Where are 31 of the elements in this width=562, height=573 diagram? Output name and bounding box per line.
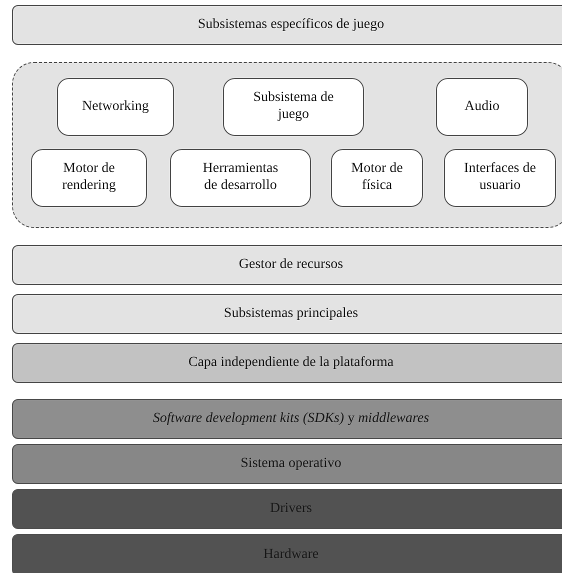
layer-label: Audio (464, 98, 500, 116)
layer-label: Networking (82, 98, 149, 116)
layer-label: Subsistemas específicos de juego (198, 17, 384, 33)
layer-band (12, 444, 562, 484)
layer-label: Drivers (270, 501, 312, 517)
layer-band (12, 245, 562, 285)
layer-label: Interfaces de usuario (463, 161, 537, 195)
layer-label: Motor de física (350, 161, 404, 195)
layer-band (12, 294, 562, 334)
subsystem-box (444, 149, 556, 207)
subsystem-box (31, 149, 147, 207)
layer-label: Subsistemas principales (224, 306, 358, 322)
layer-band (12, 343, 562, 383)
subsystem-box (223, 78, 364, 136)
layer-band (12, 534, 562, 573)
layer-label: Sistema operativo (240, 456, 342, 472)
layer-label: Motor de rendering (61, 161, 117, 195)
subsystem-group (12, 62, 562, 228)
layer-label: Capa independiente de la plataforma (188, 355, 394, 371)
subsystem-box (57, 78, 174, 136)
layer-band (12, 5, 562, 45)
layer-label: Herramientas de desarrollo (202, 161, 280, 195)
layer-band (12, 399, 562, 439)
layer-label: Software development kits (SDKs) y middlewares (152, 411, 430, 427)
layer-label: Hardware (263, 547, 319, 563)
subsystem-box (331, 149, 423, 207)
layer-band (12, 489, 562, 529)
subsystem-box (436, 78, 528, 136)
layer-label: Subsistema de juego (252, 90, 334, 124)
subsystem-box (170, 149, 311, 207)
layer-label: Gestor de recursos (238, 257, 344, 273)
